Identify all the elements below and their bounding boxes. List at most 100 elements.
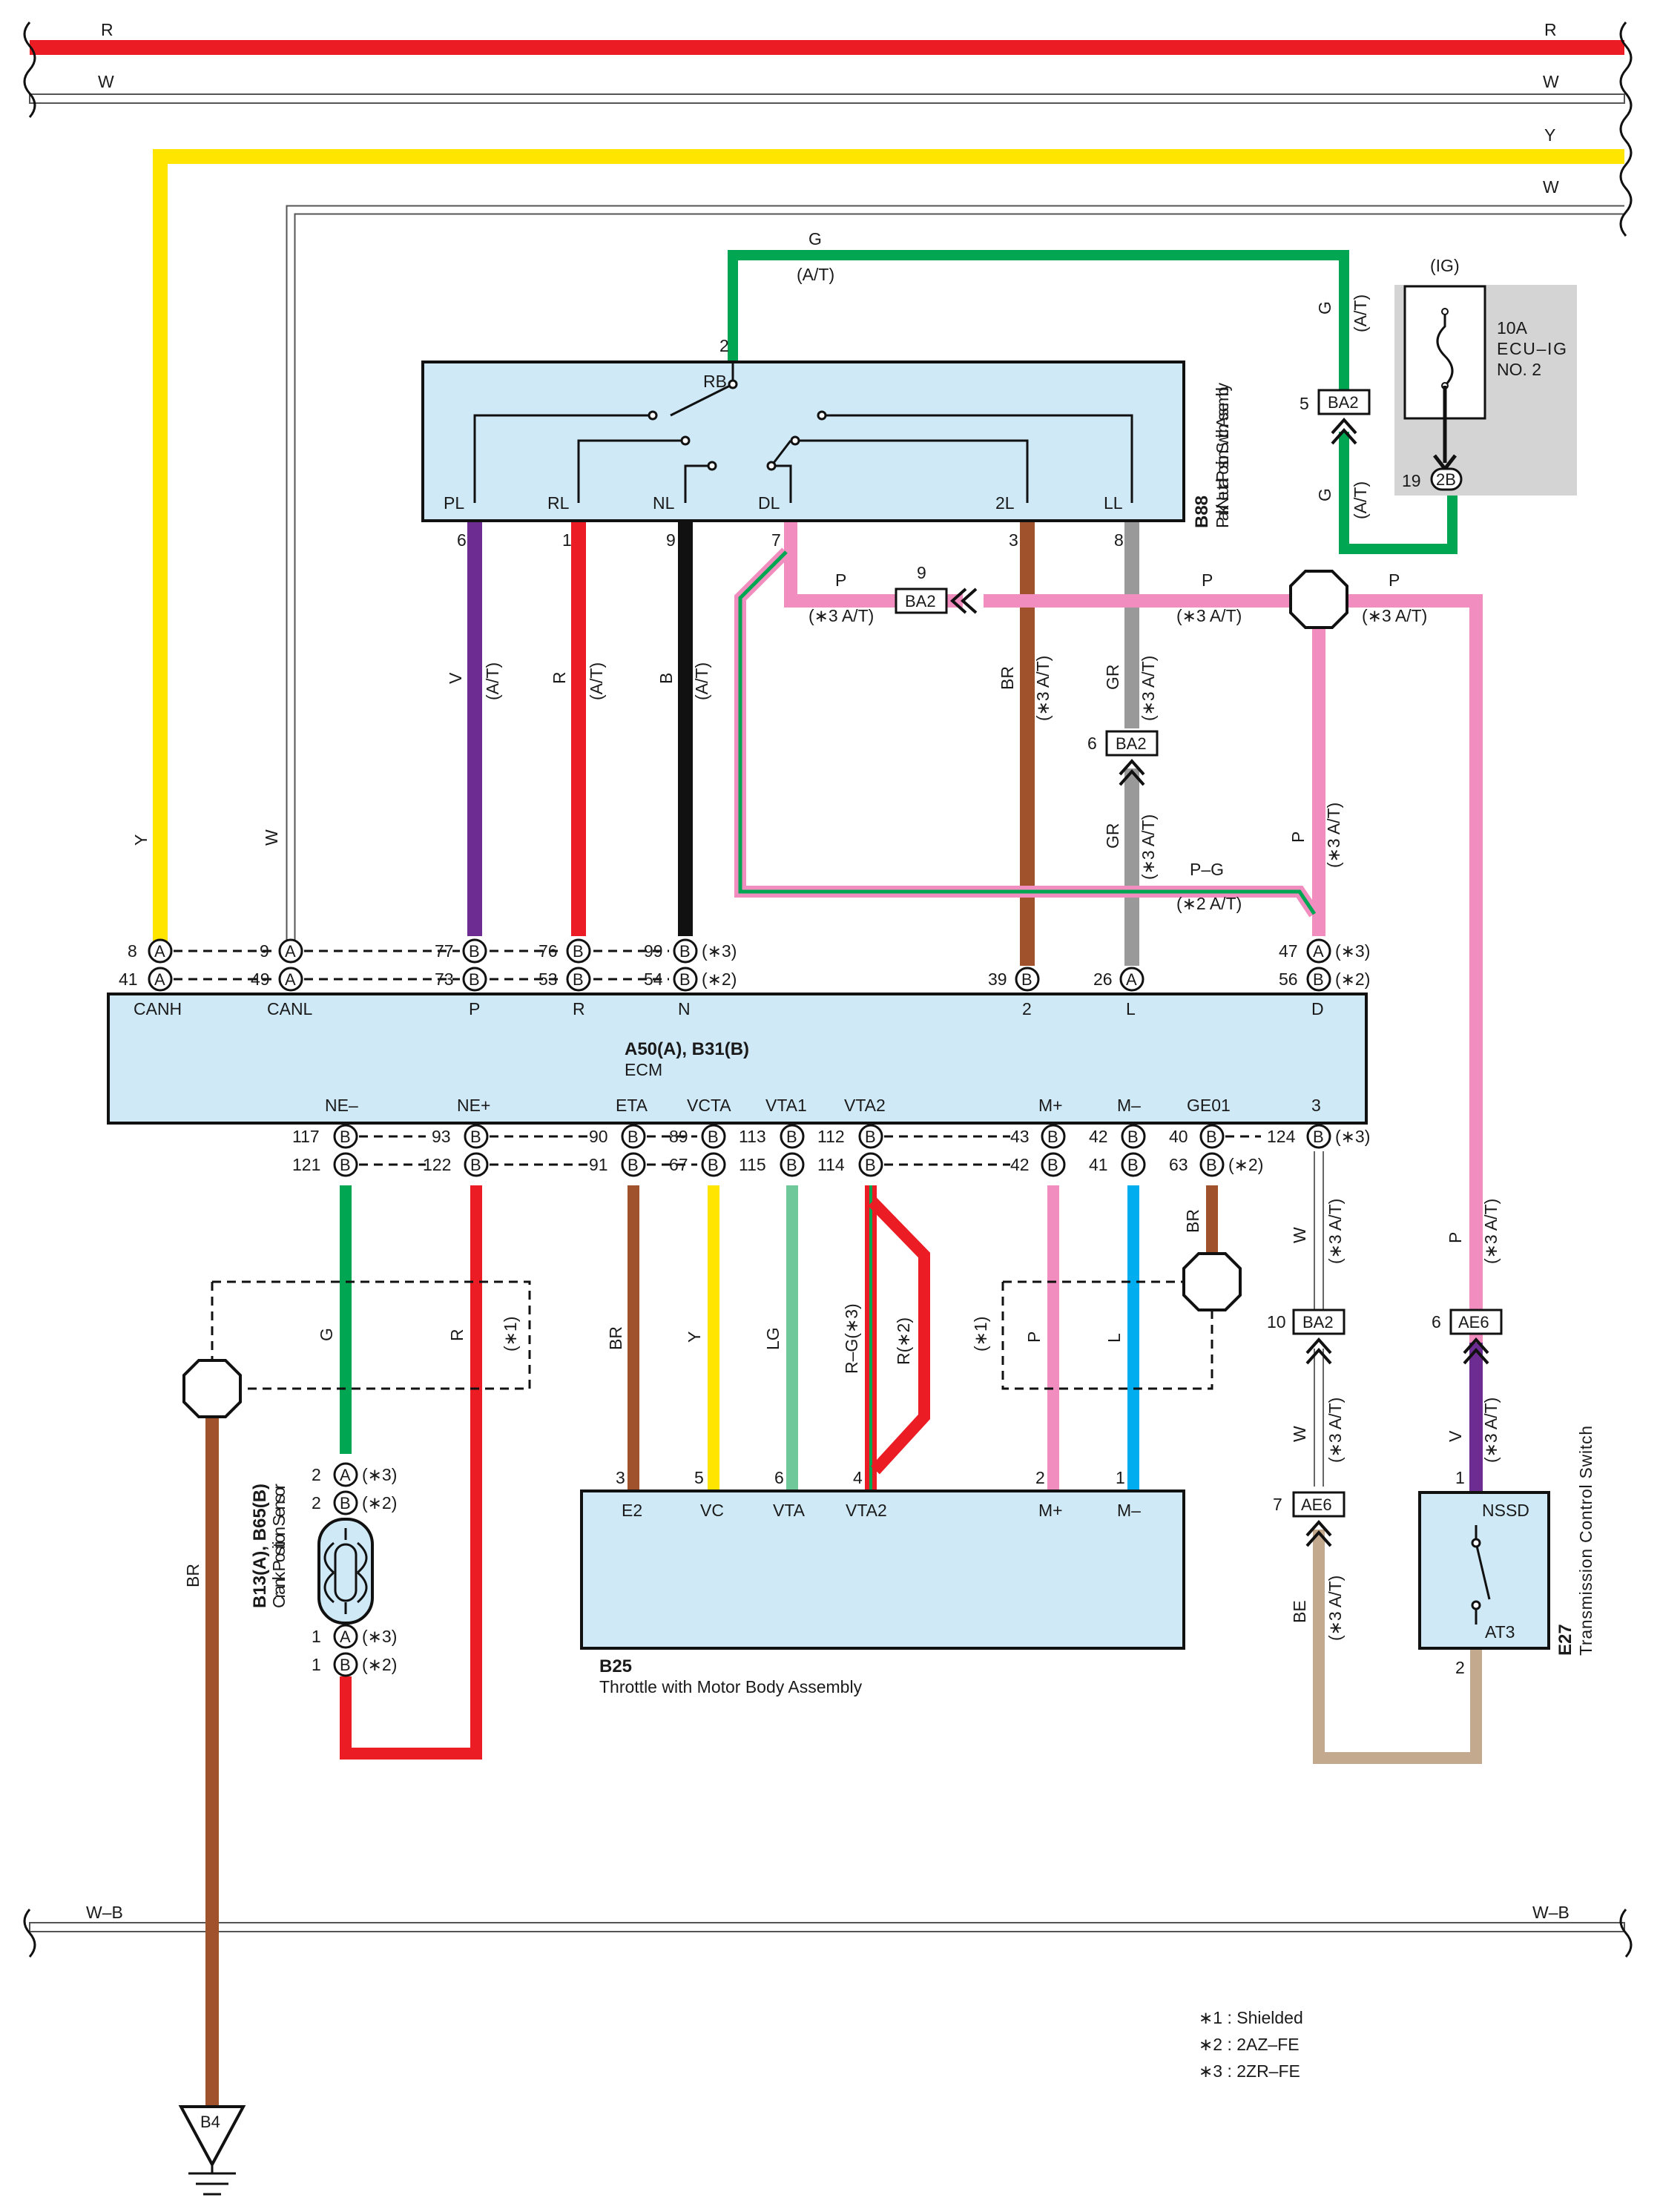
svg-text:BA2: BA2: [905, 592, 936, 610]
svg-text:B: B: [628, 1128, 639, 1146]
svg-text:P: P: [1202, 570, 1213, 590]
svg-text:1: 1: [1116, 1468, 1125, 1487]
pnp-term-pl: PL: [444, 493, 464, 513]
svg-text:(A/T): (A/T): [1351, 481, 1370, 519]
svg-text:115: 115: [739, 1155, 766, 1174]
svg-text:BA2: BA2: [1328, 393, 1359, 412]
svg-text:(∗3 A/T): (∗3 A/T): [1481, 1199, 1501, 1264]
svg-text:(∗1): (∗1): [971, 1317, 990, 1352]
svg-text:3: 3: [1009, 530, 1018, 550]
tcs-code: E27: [1555, 1624, 1575, 1656]
svg-text:39: 39: [988, 970, 1007, 989]
svg-text:A: A: [285, 970, 296, 989]
fuse-ig-label: (IG): [1430, 256, 1460, 275]
tcs-term-nssd: NSSD: [1482, 1501, 1529, 1520]
svg-text:(∗2): (∗2): [1335, 970, 1370, 989]
ecm-term-m-minus: M–: [1117, 1096, 1141, 1115]
bus-label-y-right: Y: [1544, 125, 1555, 145]
svg-text:6: 6: [1432, 1312, 1441, 1332]
wire-bus-r: [30, 40, 1624, 55]
svg-text:B: B: [1127, 1156, 1139, 1174]
ecm-term-eta: ETA: [616, 1096, 648, 1115]
svg-text:(∗3 A/T): (∗3 A/T): [1325, 1576, 1345, 1641]
svg-text:1: 1: [312, 1655, 321, 1674]
svg-text:(∗3 A/T): (∗3 A/T): [1325, 1398, 1345, 1463]
svg-text:67: 67: [669, 1155, 688, 1174]
svg-text:GR: GR: [1103, 823, 1122, 849]
svg-text:LG: LG: [763, 1327, 783, 1350]
svg-text:5: 5: [1300, 394, 1309, 413]
svg-text:(∗3 A/T): (∗3 A/T): [1033, 656, 1053, 721]
connector-ba2-p: [895, 587, 948, 614]
connector-ba2-gr: [1105, 730, 1159, 757]
svg-text:B: B: [340, 1494, 351, 1512]
ecm-term-l: L: [1126, 999, 1136, 1018]
svg-text:B: B: [340, 1128, 351, 1146]
pnp-term-rb: RB: [703, 372, 727, 391]
svg-text:89: 89: [669, 1127, 688, 1146]
pnp-term-2l: 2L: [995, 493, 1015, 513]
svg-text:2: 2: [1455, 1658, 1465, 1677]
note-1: ∗1 : Shielded: [1199, 2008, 1303, 2027]
svg-text:73: 73: [435, 970, 454, 989]
svg-text:6: 6: [774, 1468, 784, 1487]
svg-text:B: B: [469, 970, 480, 989]
svg-text:(A/T): (A/T): [483, 662, 502, 700]
junction-connectors: BA2 5 BA2 9 BA2 6 BA2 10 AE6 6 AE6 7: [182, 389, 1503, 1547]
svg-text:2: 2: [312, 1493, 321, 1512]
ecm-name: ECM: [625, 1060, 662, 1079]
pnp-switch-code: B88: [1192, 496, 1212, 528]
wire-g-rb: [728, 250, 1349, 392]
wire-g-fuse: [1339, 432, 1458, 554]
pnp-switch-name: Park/Neutral Position Switch Assembly: [1213, 382, 1232, 528]
svg-text:6: 6: [457, 530, 467, 550]
svg-text:122: 122: [423, 1155, 451, 1174]
svg-text:1: 1: [1455, 1468, 1465, 1487]
svg-text:(∗3 A/T): (∗3 A/T): [1324, 803, 1343, 868]
svg-text:(∗3): (∗3): [1335, 941, 1370, 961]
svg-text:(∗3 A/T): (∗3 A/T): [1481, 1398, 1501, 1463]
svg-text:114: 114: [817, 1155, 845, 1174]
svg-text:B: B: [340, 1156, 351, 1174]
svg-text:B: B: [469, 942, 480, 961]
wire-r-ne-plus: [340, 1185, 482, 1760]
wire-bus-w: [29, 93, 1625, 104]
svg-text:W: W: [1290, 1426, 1309, 1442]
svg-text:91: 91: [589, 1155, 608, 1174]
svg-text:5: 5: [694, 1468, 704, 1487]
svg-text:B: B: [865, 1128, 876, 1146]
svg-text:L: L: [1104, 1333, 1124, 1343]
wire-labels: G (A/T) G (A/T) G (A/T) V (A/T) R (A/T) …: [131, 229, 1501, 1641]
ecm-top-pins: A A A A B B B B B B B A A B 8 41 9 49 77…: [119, 938, 1370, 992]
ecm-term-d: D: [1311, 999, 1324, 1018]
svg-text:42: 42: [1089, 1127, 1108, 1146]
fuse-connector: 2B: [1436, 470, 1456, 489]
wire-bus-wb: [29, 1922, 1625, 1932]
svg-text:(∗2): (∗2): [362, 1655, 397, 1674]
svg-text:B: B: [786, 1128, 797, 1146]
svg-text:B: B: [573, 970, 584, 989]
svg-text:B: B: [679, 970, 691, 989]
ecm-term-n: N: [678, 999, 691, 1018]
svg-text:2: 2: [1035, 1468, 1045, 1487]
svg-text:B: B: [786, 1156, 797, 1174]
svg-text:GR: GR: [1103, 665, 1122, 691]
connector-ae6-be: [1292, 1491, 1346, 1518]
ecm-term-vta2: VTA2: [844, 1096, 886, 1115]
svg-text:AE6: AE6: [1301, 1495, 1332, 1514]
svg-text:9: 9: [917, 563, 926, 582]
note-3: ∗3 : 2ZR–FE: [1199, 2061, 1300, 2081]
svg-text:(A/T): (A/T): [587, 662, 606, 700]
svg-text:9: 9: [260, 941, 269, 961]
ecm-term-canl: CANL: [267, 999, 313, 1018]
svg-text:BR: BR: [998, 666, 1017, 690]
svg-text:B: B: [708, 1128, 719, 1146]
svg-text:AE6: AE6: [1458, 1313, 1489, 1332]
transmission-control-switch: 1 2 NSSD AT3 E27 Transmission Control Sw…: [1418, 1426, 1595, 1677]
svg-text:4: 4: [853, 1468, 863, 1487]
svg-text:Y: Y: [131, 835, 151, 846]
tcs-name: Transmission Control Switch: [1576, 1426, 1595, 1656]
wire-be-at3: [1313, 1530, 1482, 1764]
svg-text:B: B: [1313, 1128, 1324, 1146]
bus-label-w2-right: W: [1543, 177, 1559, 197]
